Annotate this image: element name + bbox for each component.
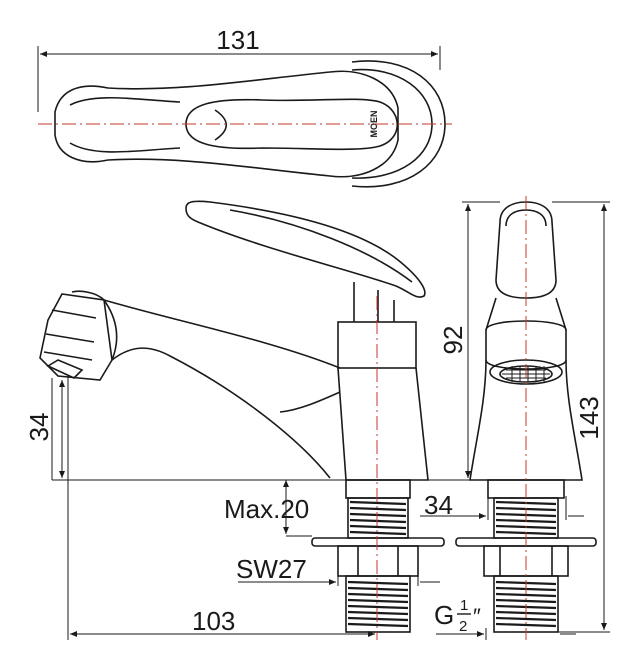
side-washer — [311, 537, 445, 547]
side-threads — [347, 500, 409, 628]
side-shank-lower — [345, 575, 411, 633]
top-logo-oval — [185, 98, 398, 151]
thread-suffix: ″ — [473, 604, 481, 629]
top-view — [54, 60, 446, 188]
dimension-overall-width: 131 — [216, 25, 259, 55]
dimension-handle-height: 92 — [438, 326, 468, 355]
side-aerator — [46, 359, 84, 379]
dimension-body-width: 34 — [424, 490, 453, 520]
front-nut-facets — [499, 546, 553, 576]
top-logo-inner-arc — [214, 109, 228, 141]
top-lever-outline — [54, 70, 399, 178]
side-view — [39, 200, 445, 633]
dimension-spout-reach: 103 — [192, 606, 235, 636]
dim-131-lines — [37, 46, 441, 112]
front-handle — [495, 201, 557, 299]
side-handle — [185, 200, 426, 298]
dimension-spout-height: 34 — [24, 413, 54, 442]
thread-prefix: G — [434, 600, 454, 630]
dimension-lines — [51, 201, 610, 640]
dimension-overall-height: 143 — [574, 396, 604, 439]
side-spout-tip — [39, 293, 113, 381]
top-flange-outer — [351, 60, 446, 188]
top-lever-inner-curve — [69, 96, 181, 153]
side-spout-mid — [103, 299, 118, 361]
dimension-max-thickness: Max.20 — [224, 494, 309, 524]
side-handle-stem — [353, 282, 395, 322]
side-spout-top — [71, 290, 341, 369]
thread-denominator: 2 — [459, 618, 467, 635]
side-nut-facets — [357, 546, 399, 576]
side-spout-inner — [279, 391, 341, 413]
side-nut — [337, 545, 419, 577]
dimension-thread-size: G 1 2 ″ — [434, 597, 481, 635]
side-body — [337, 367, 429, 481]
side-spout-tip-rings — [43, 309, 97, 361]
front-neck — [485, 297, 567, 331]
side-shank-collar — [345, 479, 411, 499]
side-handle-inner — [229, 209, 413, 283]
side-spout-bottom — [111, 347, 331, 479]
dimension-nut-size: SW27 — [236, 554, 307, 584]
thread-numerator: 1 — [460, 597, 468, 614]
